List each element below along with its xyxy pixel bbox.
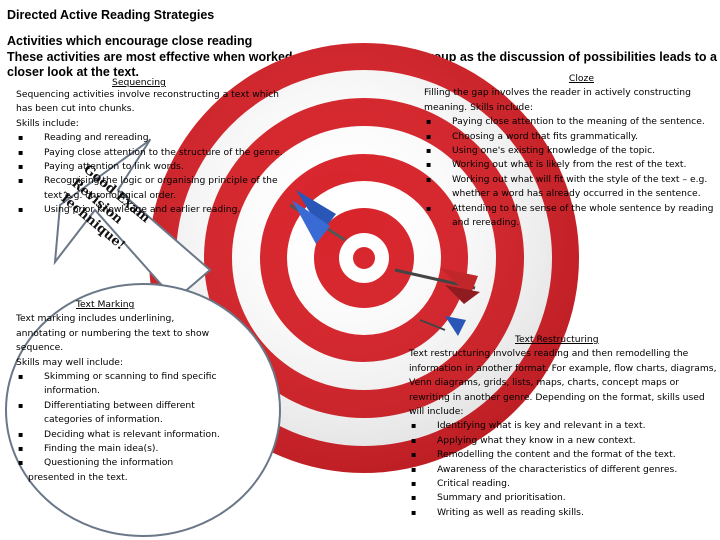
sequencing-section: Sequencing Sequencing activities involve…	[16, 76, 286, 218]
cloze-list: Paying close attention to the meaning of…	[424, 115, 720, 230]
page-title: Directed Active Reading Strategies	[7, 8, 215, 22]
list-item: Recognising the logic or organising prin…	[16, 174, 286, 203]
sequencing-intro: Sequencing activities involve reconstruc…	[16, 89, 279, 115]
sequencing-skills-label: Skills include:	[16, 117, 79, 129]
list-item: Reading and rereading.	[16, 131, 286, 146]
list-item: Choosing a word that fits grammatically.	[424, 130, 720, 145]
list-item: Working out what is likely from the rest…	[424, 158, 720, 173]
text-restructuring-intro: Text restructuring involves reading and …	[409, 348, 717, 418]
list-item: Using one's existing knowledge of the to…	[424, 144, 720, 159]
list-item: Deciding what is relevant information.	[16, 428, 221, 443]
cloze-intro: Filling the gap involves the reader in a…	[424, 87, 691, 113]
list-item: Paying close attention to the meaning of…	[424, 115, 720, 130]
list-item: Identifying what is key and relevant in …	[409, 419, 719, 434]
list-item: Differentiating between different catego…	[16, 399, 221, 428]
cloze-heading: Cloze	[568, 73, 594, 84]
list-item: Paying attention to link words.	[16, 160, 286, 175]
text-marking-list: Skimming or scanning to find specific in…	[16, 370, 221, 471]
sequencing-heading: Sequencing	[112, 77, 166, 88]
list-item: Finding the main idea(s).	[16, 442, 221, 457]
dart-blue	[289, 190, 346, 244]
text-marking-intro: Text marking includes underlining, annot…	[16, 313, 210, 354]
list-item: Awareness of the characteristics of diff…	[409, 463, 719, 478]
list-item: Paying close attention to the structure …	[16, 146, 286, 161]
cloze-section: Cloze Filling the gap involves the reade…	[424, 72, 720, 230]
list-item: Remodelling the content and the format o…	[409, 448, 719, 463]
list-item: Questioning the information	[16, 456, 221, 471]
dart-red	[394, 268, 480, 304]
list-item: Summary and prioritisation.	[409, 491, 719, 506]
page-subtitle: Activities which encourage close reading	[7, 34, 253, 48]
sequencing-list: Reading and rereading. Paying close atte…	[16, 131, 286, 218]
list-item: Critical reading.	[409, 477, 719, 492]
text-marking-skills-label: Skills may well include:	[16, 356, 124, 368]
list-item: Using prior knowledge and earlier readin…	[16, 203, 286, 218]
list-item: Working out what will fit with the style…	[424, 173, 720, 202]
text-restructuring-section: Text Restructuring Text restructuring in…	[409, 333, 719, 521]
text-marking-section: Text Marking Text marking includes under…	[16, 298, 221, 485]
text-marking-heading: Text Marking	[76, 299, 135, 310]
text-restructuring-heading: Text Restructuring	[515, 334, 599, 345]
text-marking-ending: presented in the text.	[28, 471, 128, 483]
list-item: Attending to the sense of the whole sent…	[424, 202, 720, 231]
list-item: Skimming or scanning to find specific in…	[16, 370, 221, 399]
text-restructuring-list: Identifying what is key and relevant in …	[409, 419, 719, 520]
list-item: Applying what they know in a new context…	[409, 434, 719, 449]
list-item: Writing as well as reading skills.	[409, 506, 719, 521]
